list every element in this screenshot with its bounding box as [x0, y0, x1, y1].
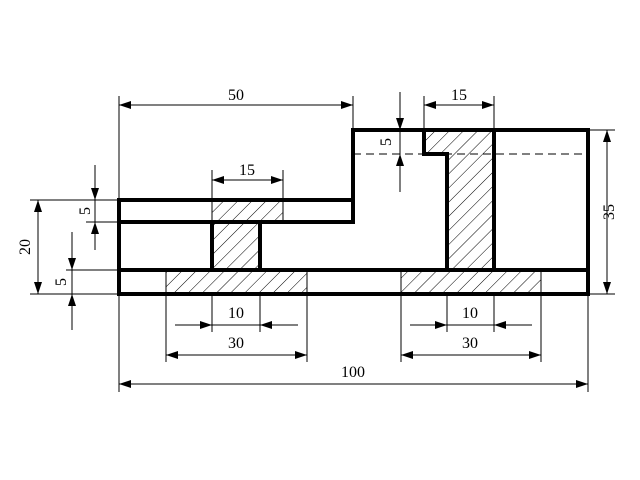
part-outline: [117, 128, 590, 296]
dim-top-plate-thickness: 5: [378, 138, 395, 146]
dim-left-plate-thickness: 5: [77, 207, 94, 215]
left-top-rib-section: [211, 199, 284, 223]
dim-base-thickness: 5: [53, 278, 70, 286]
left-rib-outline: [210, 222, 262, 270]
dim-overall-height-left: 20: [17, 239, 34, 255]
dimension-texts: 50 15 15 5 5 20 5 35 10 10 30 30 100: [17, 87, 618, 381]
dim-rib-width-bottom-right: 10: [462, 305, 478, 322]
dim-overall-height-right: 35: [601, 204, 618, 220]
dim-rib-width-bottom-left: 10: [228, 305, 244, 322]
left-vertical-rib-section: [211, 221, 261, 271]
left-top-plate-lower-edge: [119, 200, 355, 224]
dim-base-hatch-right: 30: [462, 335, 478, 352]
right-t-rib-section: [423, 129, 495, 271]
right-base-section: [400, 269, 542, 295]
dim-base-hatch-left: 30: [228, 335, 244, 352]
dim-overall-length: 100: [341, 364, 365, 381]
dimension-lines: [34, 92, 611, 388]
dim-top-width: 50: [228, 87, 244, 104]
dim-rib-width-top: 15: [451, 87, 467, 104]
left-base-section: [165, 269, 308, 295]
dim-rib-width-left: 15: [239, 162, 255, 179]
